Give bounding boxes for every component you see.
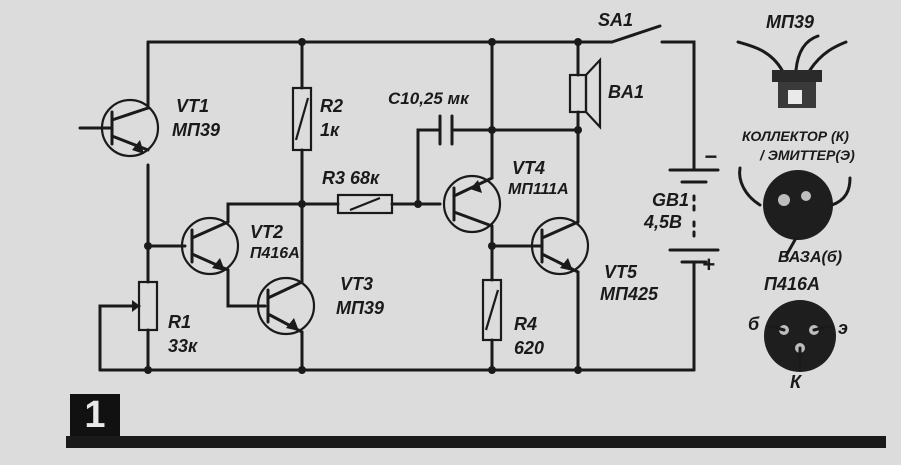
wires — [78, 24, 696, 372]
collector-label: КОЛЛЕКТОР (К) — [742, 128, 849, 144]
junction-nodes — [144, 38, 582, 374]
resistor-r4 — [481, 278, 503, 342]
vt5-ref: VT5 — [604, 262, 638, 282]
vt4-ref: VT4 — [512, 158, 545, 178]
emitter-label: / ЭМИТТЕР(Э) — [759, 147, 855, 163]
r2-ref: R2 — [320, 96, 343, 116]
transistor-vt5 — [530, 216, 590, 276]
speaker-ba1 — [568, 57, 602, 130]
ba1-ref: BA1 — [608, 82, 644, 102]
pinout-mp39: МП39 — [736, 12, 848, 108]
vt4-type: МП111А — [508, 181, 569, 198]
transistor-vt3 — [256, 276, 316, 336]
p416a-pinout-title: П416А — [764, 274, 820, 294]
pin-k-label: К — [790, 372, 803, 392]
vt2-type: П416А — [250, 245, 300, 262]
transistor-vt1 — [100, 98, 160, 158]
vt2-ref: VT2 — [250, 222, 283, 242]
figure-divider-rule — [66, 436, 886, 448]
base-label: БАЗА(б) — [778, 249, 842, 266]
resistor-r1 — [128, 280, 159, 332]
gb1-plus: + — [702, 252, 715, 277]
r4-value: 620 — [514, 338, 544, 358]
component-labels: VT1 МП39 R2 1к R3 68к C10,25 мк VT2 П416… — [168, 10, 717, 358]
battery-gb1 — [668, 168, 720, 272]
r1-value: 33к — [168, 336, 198, 356]
vt3-ref: VT3 — [340, 274, 373, 294]
vt3-type: МП39 — [336, 298, 384, 318]
r3-label: R3 68к — [322, 168, 380, 188]
gb1-minus: − — [704, 144, 717, 169]
vt1-type: МП39 — [172, 120, 220, 140]
transistor-vt2 — [180, 216, 240, 276]
resistor-r2 — [291, 86, 313, 152]
pin-e-label: э — [838, 318, 848, 338]
c1-label: C10,25 мк — [388, 89, 470, 108]
vt5-type: МП425 — [600, 284, 659, 304]
r1-ref: R1 — [168, 312, 191, 332]
gb1-ref: GB1 — [652, 190, 689, 210]
figure-number: 1 — [70, 394, 120, 436]
sa1-ref: SA1 — [598, 10, 633, 30]
pin-b-label: б — [748, 314, 760, 334]
pinout-can-top: КОЛЛЕКТОР (К) / ЭМИТТЕР(Э) БАЗА(б) — [738, 128, 855, 266]
r4-ref: R4 — [514, 314, 537, 334]
transistor-vt4 — [442, 174, 502, 234]
gb1-value: 4,5В — [643, 212, 682, 232]
r2-value: 1к — [320, 120, 340, 140]
vt1-ref: VT1 — [176, 96, 209, 116]
pinout-p416a: П416А б э К — [748, 274, 848, 392]
mp39-pinout-title: МП39 — [766, 12, 814, 32]
resistor-r3 — [336, 193, 394, 215]
capacitor-c1 — [438, 114, 454, 146]
